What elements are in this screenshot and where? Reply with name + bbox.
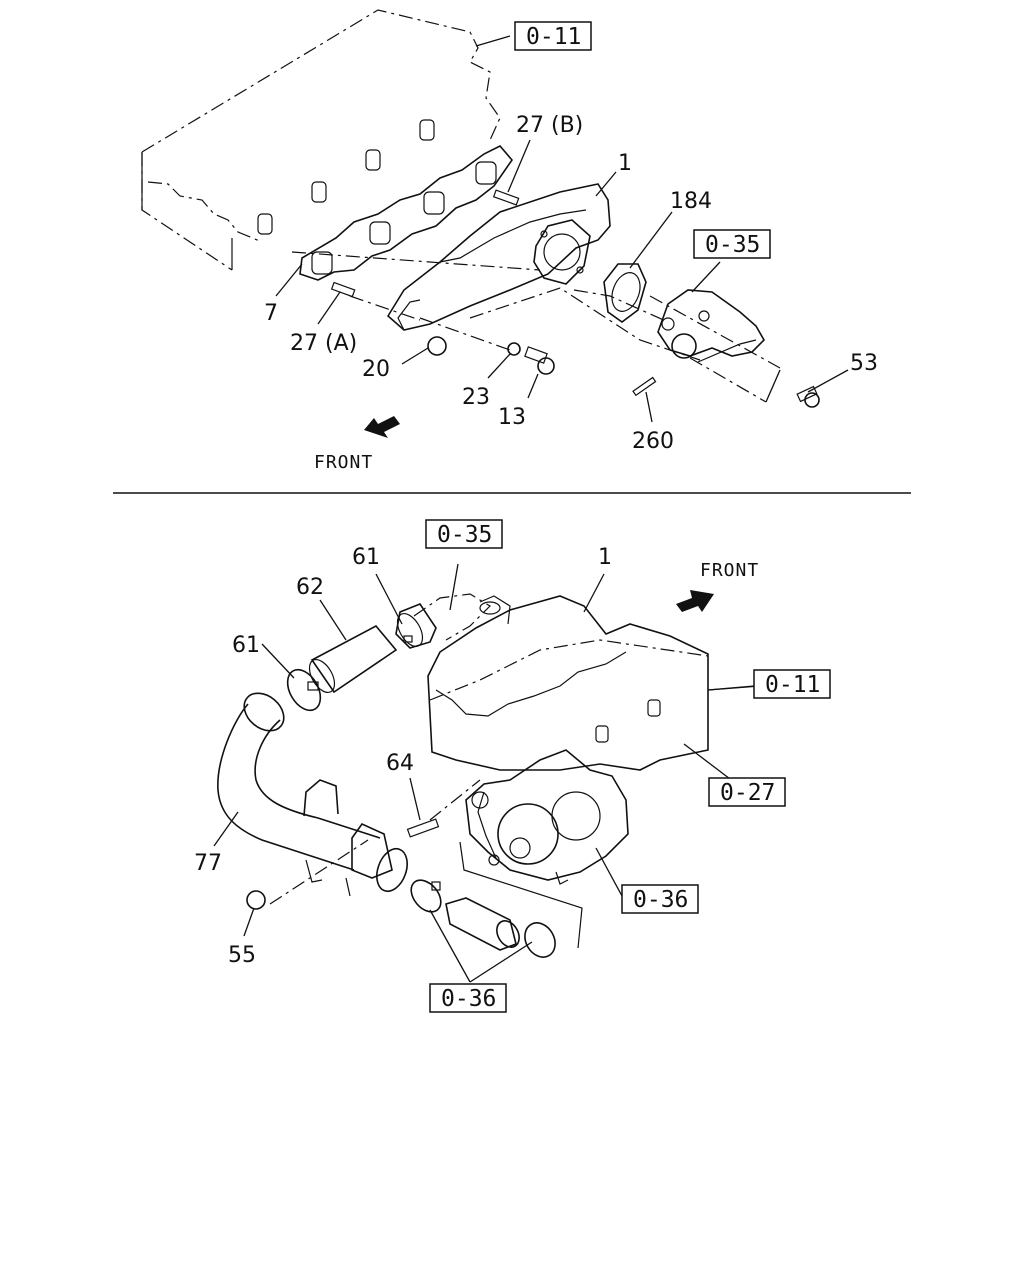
front-arrow-bottom-icon bbox=[676, 590, 714, 612]
front-arrow-top-icon bbox=[364, 416, 400, 438]
ref-0-27: 0-27 bbox=[720, 780, 775, 806]
ref-box-0-27 bbox=[708, 777, 786, 807]
clamp-61-lower bbox=[286, 668, 322, 712]
bolt-13 bbox=[524, 346, 555, 375]
label-23: 23 bbox=[462, 385, 490, 410]
nut-55 bbox=[246, 890, 266, 910]
label-260: 260 bbox=[632, 429, 674, 454]
pipe-62 bbox=[308, 624, 398, 694]
stud-27a bbox=[330, 281, 356, 298]
turbo-outlet-elbow bbox=[657, 289, 765, 363]
ref-0-36-turbo: 0-36 bbox=[633, 887, 688, 913]
label-55: 55 bbox=[228, 943, 256, 968]
label-184: 184 bbox=[670, 189, 712, 214]
bottom-exploded-view: 0-35 0-11 0-27 0-36 0-36 61 62 61 1 64 7… bbox=[194, 519, 831, 1013]
engine-head-assembly bbox=[427, 595, 761, 771]
label-64: 64 bbox=[386, 751, 414, 776]
ref-0-36-hose: 0-36 bbox=[441, 986, 496, 1012]
label-13: 13 bbox=[498, 405, 526, 430]
manifold-gasket bbox=[299, 145, 514, 281]
bolt-53 bbox=[796, 385, 820, 408]
ref-0-35-bottom: 0-35 bbox=[437, 522, 492, 548]
label-27a: 27 (A) bbox=[290, 331, 357, 356]
label-1-bottom: 1 bbox=[598, 545, 612, 570]
ref-box-0-35-bottom bbox=[425, 519, 503, 549]
front-label-bottom: FRONT bbox=[700, 560, 759, 581]
label-77: 77 bbox=[194, 851, 222, 876]
label-61-lower: 61 bbox=[232, 633, 260, 658]
label-53: 53 bbox=[850, 351, 878, 376]
label-62: 62 bbox=[296, 575, 324, 600]
label-61-upper: 61 bbox=[352, 545, 380, 570]
ref-box-0-36-hose bbox=[429, 983, 507, 1013]
pipe-77 bbox=[217, 692, 408, 897]
turbocharger bbox=[465, 749, 629, 885]
ref-box-0-35-top bbox=[693, 229, 771, 259]
ref-box-0-36-turbo bbox=[621, 884, 699, 914]
ref-box-0-11-top bbox=[514, 21, 592, 51]
washer-23 bbox=[507, 342, 521, 356]
label-1-top: 1 bbox=[618, 151, 632, 176]
ref-0-35-top: 0-35 bbox=[705, 232, 760, 258]
exhaust-manifold bbox=[386, 183, 611, 331]
front-label-top: FRONT bbox=[314, 452, 373, 473]
cylinder-head-outline bbox=[141, 9, 501, 271]
label-27b: 27 (B) bbox=[516, 113, 583, 138]
label-7: 7 bbox=[264, 301, 278, 326]
nut-20 bbox=[427, 336, 447, 356]
stud-27b bbox=[492, 189, 520, 206]
stud-64 bbox=[406, 818, 440, 838]
ref-0-11-bottom: 0-11 bbox=[765, 672, 820, 698]
ref-0-11-top: 0-11 bbox=[526, 24, 581, 50]
pin-260 bbox=[632, 376, 657, 397]
turbo-gasket bbox=[603, 263, 647, 323]
top-exploded-view: 0-11 0-35 27 (B) 1 184 53 7 27 (A) 20 23… bbox=[141, 9, 878, 473]
clamp-61-upper bbox=[395, 603, 437, 649]
oil-hose-assembly bbox=[410, 841, 583, 958]
ref-box-0-11-bottom bbox=[753, 669, 831, 699]
label-20: 20 bbox=[362, 357, 390, 382]
